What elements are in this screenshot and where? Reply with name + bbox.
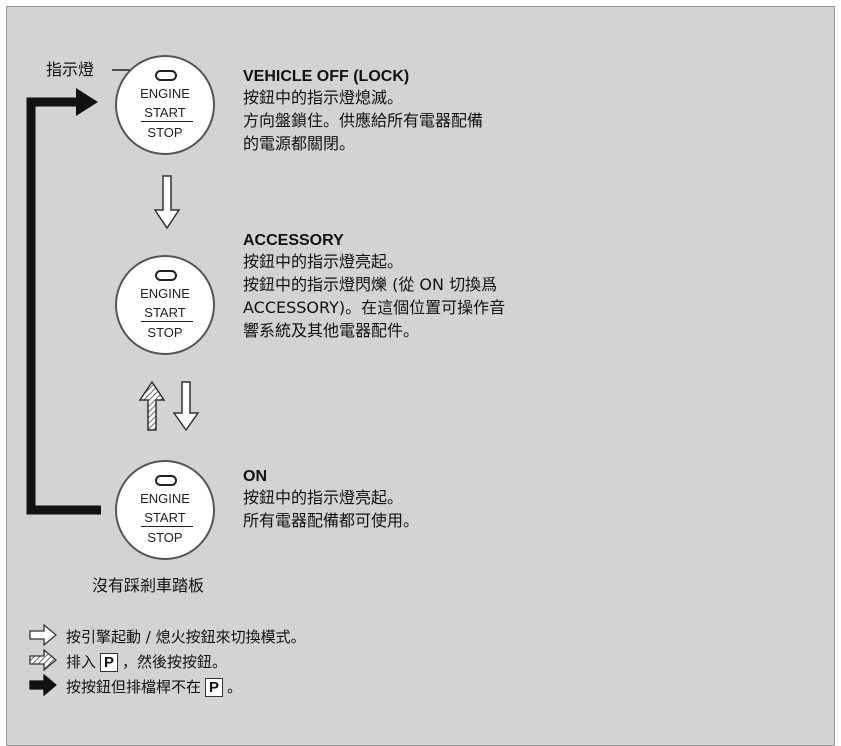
- indicator-label: 指示燈: [46, 60, 95, 79]
- white-down-arrow-2: [172, 381, 200, 432]
- indicator-light-icon: [155, 475, 177, 486]
- state-accessory-title: ACCESSORY: [243, 232, 344, 249]
- black-arrowhead: [76, 88, 98, 116]
- state-off-line: 按鈕中的指示燈熄滅。: [243, 88, 404, 107]
- engine-start-stop-button-accessory: ENGINE START STOP: [115, 255, 215, 355]
- button-label-engine: ENGINE: [140, 491, 190, 506]
- legend-black-arrow-icon: [29, 673, 58, 697]
- button-label-stop: STOP: [147, 125, 183, 140]
- state-on-block: ON 按鈕中的指示燈亮起。 所有電器配備都可使用。: [243, 468, 419, 532]
- state-on-line: 按鈕中的指示燈亮起。: [243, 488, 404, 507]
- no-brake-label: 沒有踩剎車踏板: [92, 576, 205, 595]
- state-accessory-block: ACCESSORY 按鈕中的指示燈亮起。 按鈕中的指示燈閃爍 (從 ON 切換爲…: [243, 232, 505, 342]
- button-label-stop: STOP: [147, 530, 183, 545]
- white-down-arrow-1: [153, 175, 181, 230]
- button-label-start: START: [144, 305, 186, 320]
- engine-start-stop-button-on: ENGINE START STOP: [115, 460, 215, 560]
- legend-white-arrow-text: 按引擎起動 / 熄火按鈕來切換模式。: [66, 628, 306, 646]
- legend-hatched-arrow-icon: [29, 648, 58, 672]
- button-label-start: START: [144, 510, 186, 525]
- indicator-light-icon: [155, 270, 177, 281]
- gear-p-box: P: [100, 653, 119, 672]
- button-label-engine: ENGINE: [140, 86, 190, 101]
- state-off-block: VEHICLE OFF (LOCK) 按鈕中的指示燈熄滅。 方向盤鎖住。供應給所…: [243, 68, 483, 155]
- engine-start-stop-button-off: ENGINE START STOP: [115, 55, 215, 155]
- state-on-title: ON: [243, 468, 267, 485]
- hatched-up-arrow: [138, 380, 166, 431]
- state-accessory-line: 按鈕中的指示燈閃爍 (從 ON 切換爲: [243, 275, 498, 294]
- button-label-start: START: [144, 105, 186, 120]
- legend-white-arrow-icon: [29, 623, 58, 647]
- state-accessory-line: 響系統及其他電器配件。: [243, 321, 420, 340]
- black-feedback-arrow: [26, 97, 101, 515]
- indicator-light-icon: [155, 70, 177, 81]
- state-on-line: 所有電器配備都可使用。: [243, 511, 420, 530]
- button-label-stop: STOP: [147, 325, 183, 340]
- state-accessory-line: 按鈕中的指示燈亮起。: [243, 252, 404, 271]
- button-label-engine: ENGINE: [140, 286, 190, 301]
- state-accessory-line: ACCESSORY)。在這個位置可操作音: [243, 298, 506, 317]
- state-off-title: VEHICLE OFF (LOCK): [243, 68, 410, 85]
- gear-p-box: P: [205, 678, 224, 697]
- state-off-line: 的電源都關閉。: [243, 134, 356, 153]
- state-off-line: 方向盤鎖住。供應給所有電器配備: [243, 111, 484, 130]
